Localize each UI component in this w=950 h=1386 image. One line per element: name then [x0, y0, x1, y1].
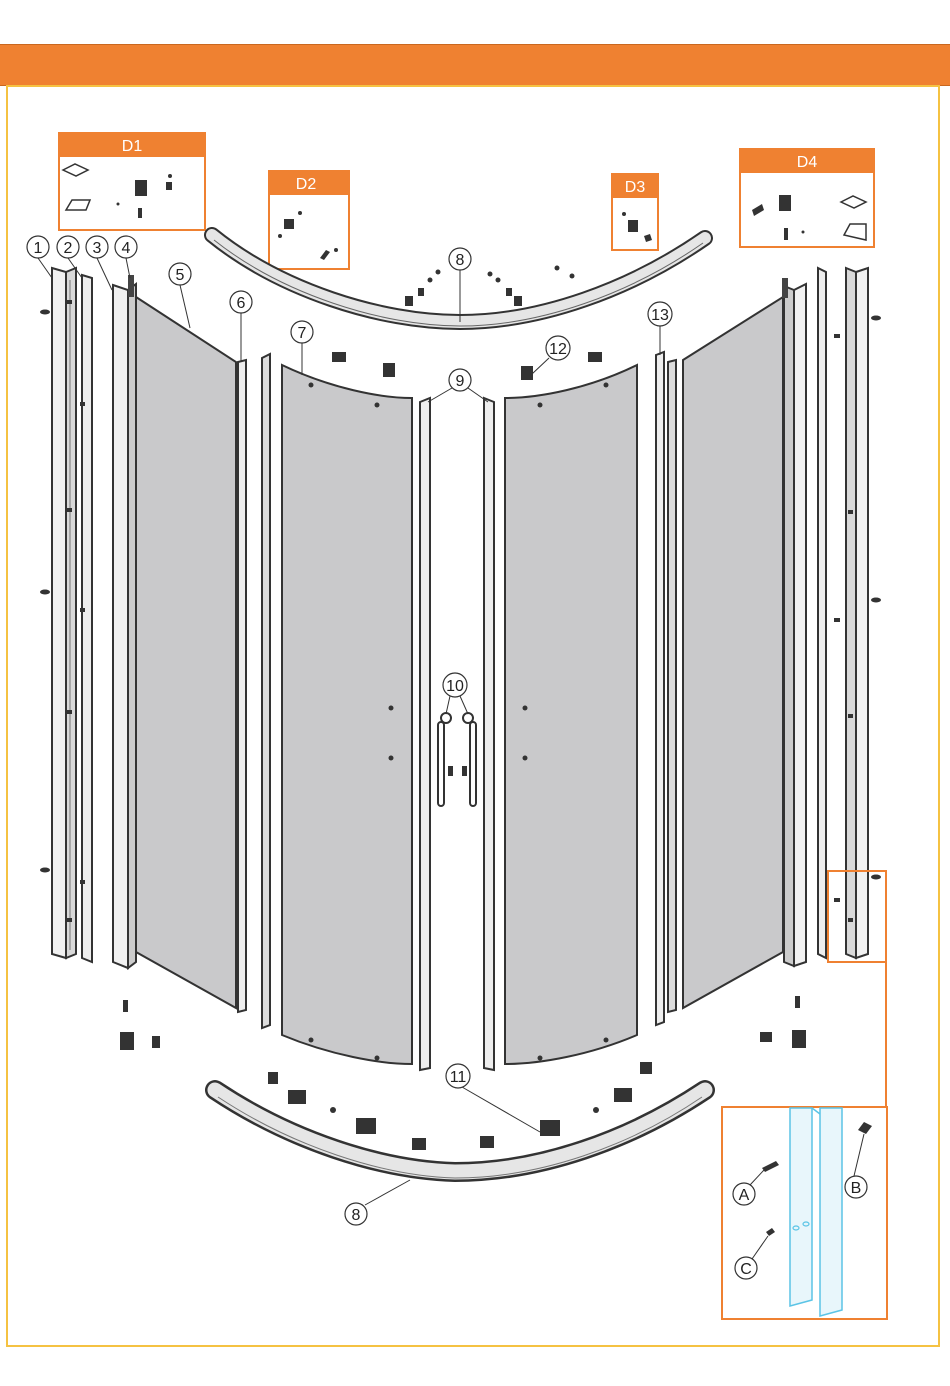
- accessory-box-d2: D2: [269, 171, 349, 269]
- right-fixed-glass: [683, 297, 783, 1008]
- callout-13: 13: [648, 302, 672, 355]
- box-title-d2: D2: [296, 176, 317, 193]
- left-seal-6: [238, 360, 246, 1012]
- accessory-box-d4: D4: [740, 149, 874, 247]
- left-door-seal-9: [420, 398, 430, 1070]
- callout-label-7: 7: [298, 325, 307, 342]
- callout-9: 9: [428, 369, 488, 402]
- accessory-box-d3: D3: [612, 174, 658, 250]
- callout-label-2: 2: [64, 240, 73, 257]
- box-title-d4: D4: [797, 154, 818, 171]
- detail-label-a: A: [739, 1187, 750, 1204]
- callout-label-1: 1: [34, 240, 43, 257]
- callout-label-8-bottom: 8: [352, 1207, 361, 1224]
- left-fixed-profile: [113, 284, 136, 968]
- right-door-seal-9: [484, 398, 494, 1070]
- box-title-d3: D3: [625, 179, 646, 196]
- right-wall-profile: [846, 268, 868, 958]
- callout-8-top: 8: [449, 248, 471, 322]
- callout-label-9: 9: [456, 373, 465, 390]
- callout-label-4: 4: [122, 240, 131, 257]
- callout-10: 10: [443, 673, 468, 714]
- callout-6: 6: [230, 291, 252, 362]
- callout-label-10: 10: [446, 678, 464, 695]
- left-sliding-door: [282, 365, 412, 1064]
- right-seal-strip: [818, 268, 826, 958]
- right-seal-13: [656, 352, 664, 1025]
- callout-label-6: 6: [237, 295, 246, 312]
- callout-11: 11: [446, 1064, 540, 1132]
- callout-1: 1: [27, 236, 52, 278]
- right-sliding-door: [505, 365, 637, 1064]
- door-handles: [438, 713, 476, 806]
- right-fixed-profile: [782, 278, 806, 966]
- callout-label-3: 3: [93, 240, 102, 257]
- detail-label-c: C: [740, 1261, 752, 1278]
- callout-label-13: 13: [651, 307, 669, 324]
- detail-label-b: B: [851, 1180, 862, 1197]
- accessory-box-d1: D1: [59, 133, 205, 230]
- callout-5: 5: [169, 263, 191, 328]
- left-wall-profile: [52, 268, 76, 958]
- callout-12: 12: [532, 336, 570, 374]
- callout-4: 4: [115, 236, 137, 278]
- box-title-d1: D1: [122, 138, 143, 155]
- callout-label-5: 5: [176, 267, 185, 284]
- left-fixed-glass: [136, 297, 236, 1008]
- detail-inset: [722, 1107, 887, 1319]
- callout-7: 7: [291, 321, 313, 375]
- callout-label-12: 12: [549, 341, 567, 358]
- left-seal-strip: [82, 275, 92, 962]
- left-door-profile: [262, 354, 270, 1028]
- callout-label-8-top: 8: [456, 252, 465, 269]
- callout-8-bottom: 8: [345, 1180, 410, 1225]
- callout-label-11: 11: [450, 1069, 467, 1086]
- left-fixed-strip: [128, 275, 134, 297]
- right-door-profile: [668, 360, 676, 1012]
